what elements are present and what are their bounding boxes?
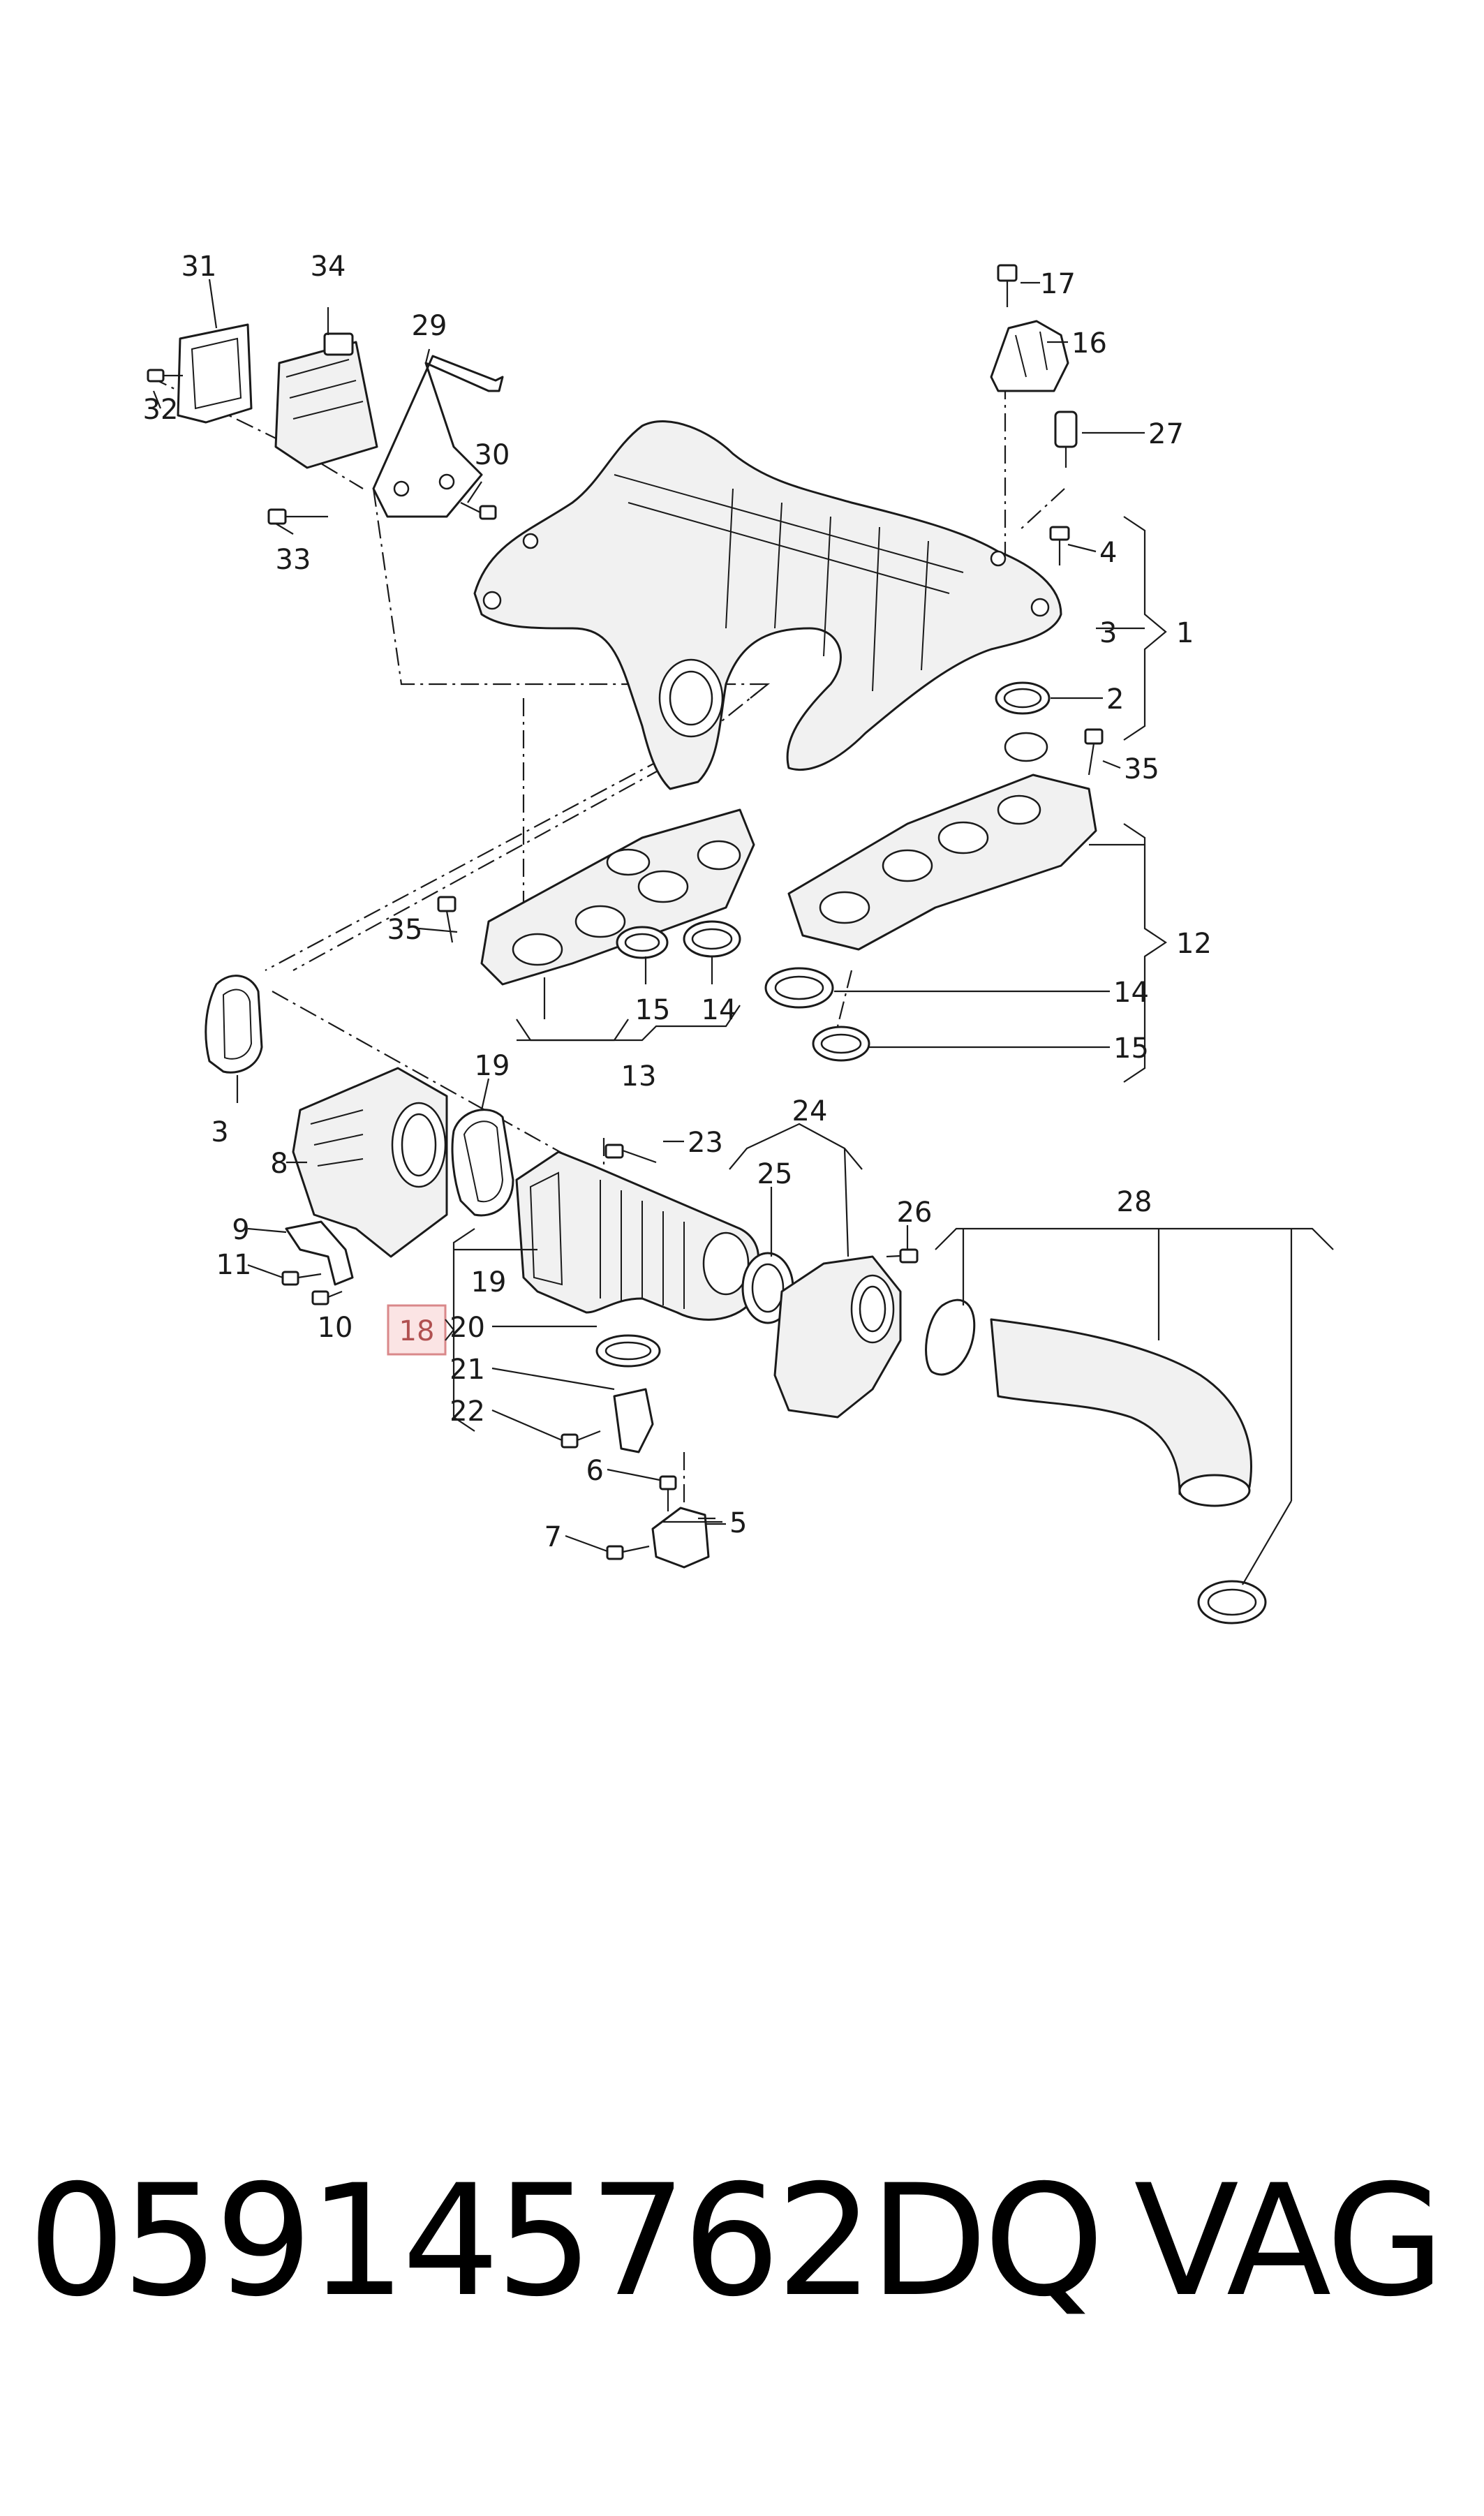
part-11-bolt (281, 1271, 322, 1286)
callout-11[interactable]: 11 (216, 1249, 252, 1281)
callout-21[interactable]: 21 (450, 1354, 485, 1386)
callout-15-left[interactable]: 15 (635, 994, 671, 1026)
callout-20[interactable]: 20 (450, 1312, 485, 1344)
part-12-flange-right (787, 732, 1097, 951)
part-4-bolt (1049, 526, 1070, 565)
part-28-hose-assembly (925, 1298, 1267, 1625)
callout-3-top[interactable]: 3 (1099, 617, 1117, 649)
callout-3-left[interactable]: 3 (211, 1116, 228, 1148)
part-24-throttle-body (773, 1255, 902, 1419)
part-35-bolt-right (1084, 728, 1104, 776)
callout-1[interactable]: 1 (1176, 617, 1194, 649)
callout-34[interactable]: 34 (311, 251, 346, 283)
part-13-flange-left (480, 808, 755, 986)
part-18-intake-pipe[interactable] (515, 1150, 759, 1321)
callout-29[interactable]: 29 (412, 310, 447, 342)
part-8-throttle-housing (292, 1067, 448, 1258)
callout-31[interactable]: 31 (181, 251, 217, 283)
part-16-clip (990, 320, 1069, 392)
part-20-seal (595, 1334, 661, 1368)
part-23-bolt (604, 1144, 657, 1164)
part-30-bolt (460, 502, 497, 520)
brand-name: VAG (1134, 2152, 1445, 2330)
callout-4[interactable]: 4 (1099, 537, 1117, 569)
callout-7[interactable]: 7 (544, 1521, 562, 1553)
part-31-cover-plate (177, 323, 253, 424)
part-17-bolt (997, 264, 1018, 307)
callout-18-label[interactable]: 18 (399, 1315, 435, 1347)
callout-30[interactable]: 30 (475, 439, 510, 471)
callout-6[interactable]: 6 (586, 1455, 604, 1487)
part-6-bolt (659, 1475, 677, 1511)
part-3-gasket (205, 975, 263, 1074)
part-10-bolt (311, 1290, 343, 1305)
callout-28[interactable]: 28 (1117, 1186, 1152, 1218)
callout-15-right[interactable]: 15 (1113, 1033, 1149, 1065)
callout-12[interactable]: 12 (1176, 928, 1212, 960)
part-21-sensor (613, 1388, 654, 1453)
callout-19-bottom[interactable]: 19 (471, 1266, 507, 1298)
callout-24[interactable]: 24 (792, 1095, 828, 1127)
part-7-bolt (606, 1545, 650, 1560)
callout-26[interactable]: 26 (897, 1197, 933, 1229)
part-22-bolt (561, 1430, 601, 1449)
part-identification-footer: 059145762DQ VAG (0, 2150, 1484, 2332)
callout-35-left[interactable]: 35 (387, 914, 423, 946)
callout-17[interactable]: 17 (1040, 268, 1076, 300)
callout-19-top[interactable]: 19 (475, 1050, 510, 1082)
part-26-bolt (886, 1248, 919, 1264)
part-15-seal-right (812, 1026, 870, 1062)
callout-5[interactable]: 5 (729, 1507, 747, 1539)
callout-16[interactable]: 16 (1071, 327, 1107, 360)
part-number: 059145762DQ (28, 2152, 1104, 2330)
callout-23[interactable]: 23 (688, 1127, 723, 1159)
callout-2[interactable]: 2 (1106, 683, 1124, 716)
callout-9[interactable]: 9 (232, 1214, 249, 1246)
part-35-bolt-left (437, 896, 457, 943)
callout-14-left[interactable]: 14 (702, 994, 737, 1026)
callout-14-right[interactable]: 14 (1113, 977, 1149, 1009)
part-19-gasket (451, 1109, 514, 1217)
part-33-bolt (267, 508, 328, 525)
part-14-seal-left (683, 920, 741, 958)
callout-8[interactable]: 8 (270, 1148, 288, 1180)
callout-22[interactable]: 22 (450, 1396, 485, 1428)
part-1-intake-manifold (473, 420, 1062, 790)
leader-lines (152, 279, 1334, 1585)
part-27-sensor (1054, 410, 1078, 468)
part-32-bolt (147, 369, 183, 383)
callout-13[interactable]: 13 (621, 1060, 657, 1093)
callout-18-highlighted[interactable]: 18 (387, 1304, 455, 1356)
callout-25[interactable]: 25 (757, 1158, 793, 1190)
part-34-control-unit (274, 332, 378, 469)
part-5-bracket (651, 1507, 710, 1569)
callout-32[interactable]: 32 (143, 394, 179, 426)
callout-33[interactable]: 33 (276, 544, 311, 576)
callout-10[interactable]: 10 (318, 1312, 353, 1344)
part-15-seal-left (616, 926, 669, 959)
callout-35-right[interactable]: 35 (1124, 753, 1159, 785)
callout-labels: 31 34 29 32 30 33 17 16 27 4 3 1 2 35 12… (143, 251, 1212, 1553)
callout-27[interactable]: 27 (1148, 418, 1184, 450)
part-9-bracket (285, 1220, 354, 1286)
part-2-seal (995, 681, 1051, 715)
part-29-bracket (372, 355, 504, 518)
part-14-seal-right (764, 967, 834, 1009)
